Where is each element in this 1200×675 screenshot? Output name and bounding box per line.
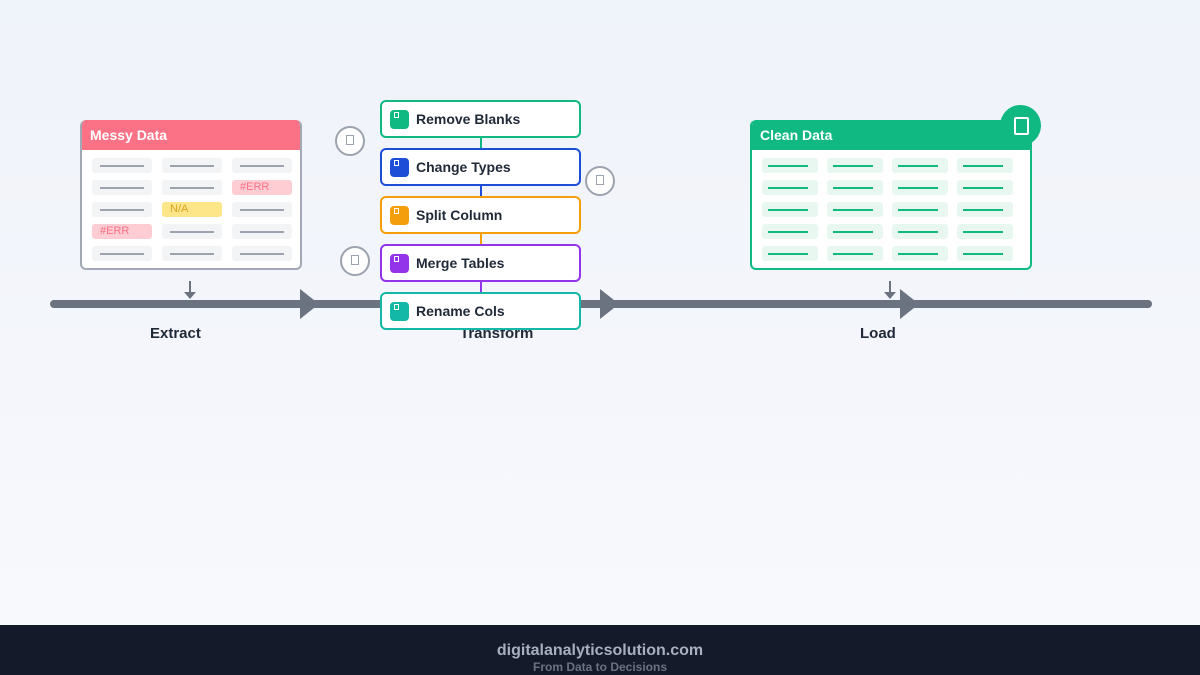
gear-icon (585, 166, 615, 196)
table-cell (232, 224, 292, 239)
step-connector (480, 280, 482, 294)
table-cell (162, 224, 222, 239)
error-cell: #ERR (232, 180, 292, 195)
arrow-right-icon (900, 289, 919, 319)
gear-icon (340, 246, 370, 276)
table-cell (892, 246, 948, 261)
table-cell (827, 158, 883, 173)
table-cell (892, 224, 948, 239)
table-cell (957, 202, 1013, 217)
gear-icon (335, 126, 365, 156)
table-cell (92, 180, 152, 195)
table-cell (762, 158, 818, 173)
table-cell (892, 180, 948, 195)
step-icon (390, 206, 409, 225)
step-connector (480, 184, 482, 198)
table-cell (892, 202, 948, 217)
arrow-right-icon (600, 289, 619, 319)
step-label: Rename Cols (416, 303, 505, 319)
step-remove-blanks[interactable]: Remove Blanks (380, 100, 581, 138)
step-label: Split Column (416, 207, 503, 223)
table-cell (957, 180, 1013, 195)
table-cell (232, 202, 292, 217)
table-cell (957, 246, 1013, 261)
missing-cell: N/A (162, 202, 222, 217)
clean-data-table: Clean Data (750, 120, 1032, 270)
down-arrow-icon (184, 281, 196, 299)
step-rename-cols[interactable]: Rename Cols (380, 292, 581, 330)
table-cell (162, 158, 222, 173)
step-split-column[interactable]: Split Column (380, 196, 581, 234)
stage-label-extract: Extract (150, 325, 201, 342)
step-label: Change Types (416, 159, 511, 175)
step-icon (390, 158, 409, 177)
table-cell (827, 246, 883, 261)
messy-data-table: Messy Data #ERR N/A #ERR (80, 120, 302, 270)
table-cell (892, 158, 948, 173)
table-cell (232, 246, 292, 261)
messy-data-title: Messy Data (82, 120, 300, 150)
table-cell (957, 158, 1013, 173)
table-cell (827, 224, 883, 239)
table-cell (762, 224, 818, 239)
clean-data-title: Clean Data (752, 120, 1030, 150)
table-cell (162, 180, 222, 195)
footer: digitalanalyticsolution.com From Data to… (0, 625, 1200, 675)
step-connector (480, 232, 482, 246)
table-cell (92, 246, 152, 261)
step-label: Remove Blanks (416, 111, 521, 127)
step-icon (390, 302, 409, 321)
step-icon (390, 110, 409, 129)
stage-label-load: Load (860, 325, 896, 342)
step-icon (390, 254, 409, 273)
table-cell (762, 180, 818, 195)
table-cell (957, 224, 1013, 239)
document-icon (1000, 105, 1041, 146)
table-cell (762, 202, 818, 217)
table-cell (827, 202, 883, 217)
error-cell: #ERR (92, 224, 152, 239)
table-cell (162, 246, 222, 261)
down-arrow-icon (884, 281, 896, 299)
table-cell (827, 180, 883, 195)
table-cell (92, 158, 152, 173)
table-cell (232, 158, 292, 173)
footer-site: digitalanalyticsolution.com (496, 642, 704, 659)
table-cell (762, 246, 818, 261)
step-merge-tables[interactable]: Merge Tables (380, 244, 581, 282)
step-change-types[interactable]: Change Types (380, 148, 581, 186)
arrow-right-icon (300, 289, 319, 319)
step-label: Merge Tables (416, 255, 505, 271)
footer-tagline: From Data to Decisions (532, 660, 668, 674)
table-cell (92, 202, 152, 217)
step-connector (480, 136, 482, 150)
